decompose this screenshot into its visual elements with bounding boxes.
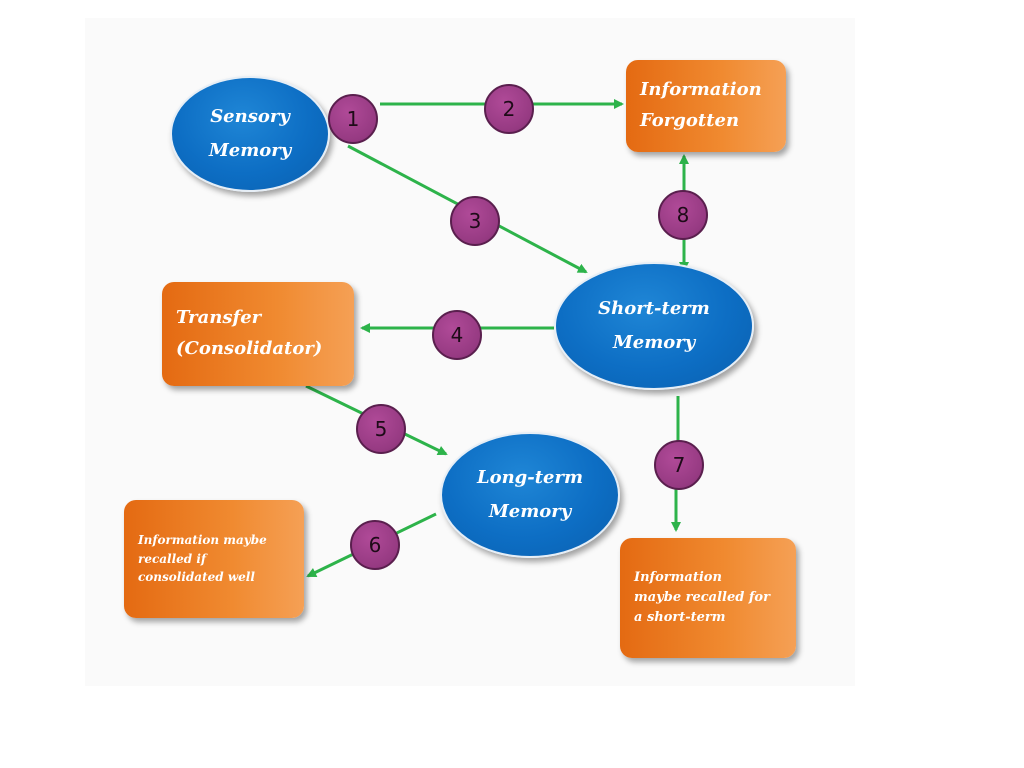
recalled-short-term-line2: maybe recalled for bbox=[634, 589, 770, 605]
step-8-badge: 8 bbox=[658, 190, 708, 240]
step-1-badge: 1 bbox=[328, 94, 378, 144]
recalled-short-term-line1: Information bbox=[634, 569, 722, 585]
step-2-badge: 2 bbox=[484, 84, 534, 134]
short-term-memory-line2: Memory bbox=[612, 332, 696, 353]
step-6-badge: 6 bbox=[350, 520, 400, 570]
transfer-line1: Transfer bbox=[176, 307, 262, 329]
information-forgotten-box: Information Forgotten bbox=[626, 60, 786, 152]
recalled-short-term-line3: a short-term bbox=[634, 610, 726, 626]
step-3-badge: 3 bbox=[450, 196, 500, 246]
long-term-memory-node: Long-term Memory bbox=[440, 432, 620, 558]
information-forgotten-line2: Forgotten bbox=[640, 110, 740, 131]
long-term-memory-line2: Memory bbox=[488, 501, 572, 522]
long-term-memory-line1: Long-term bbox=[476, 466, 584, 488]
step-5-badge: 5 bbox=[356, 404, 406, 454]
sensory-memory-line2: Memory bbox=[208, 140, 292, 161]
transfer-line2: (Consolidator) bbox=[176, 338, 323, 359]
recalled-if-consolidated-line2: recalled if bbox=[138, 551, 207, 566]
step-4-badge: 4 bbox=[432, 310, 482, 360]
recalled-short-term-box: Information maybe recalled for a short-t… bbox=[620, 538, 796, 658]
step-7-badge: 7 bbox=[654, 440, 704, 490]
sensory-memory-node: Sensory Memory bbox=[170, 76, 330, 192]
recalled-if-consolidated-line1: Information maybe bbox=[138, 533, 267, 548]
information-forgotten-line1: Information bbox=[640, 79, 762, 101]
recalled-if-consolidated-line3: consolidated well bbox=[138, 570, 255, 585]
recalled-if-consolidated-box: Information maybe recalled if consolidat… bbox=[124, 500, 304, 618]
sensory-memory-line1: Sensory bbox=[210, 105, 290, 127]
short-term-memory-node: Short-term Memory bbox=[554, 262, 754, 390]
transfer-box: Transfer (Consolidator) bbox=[162, 282, 354, 386]
short-term-memory-line1: Short-term bbox=[598, 297, 710, 319]
